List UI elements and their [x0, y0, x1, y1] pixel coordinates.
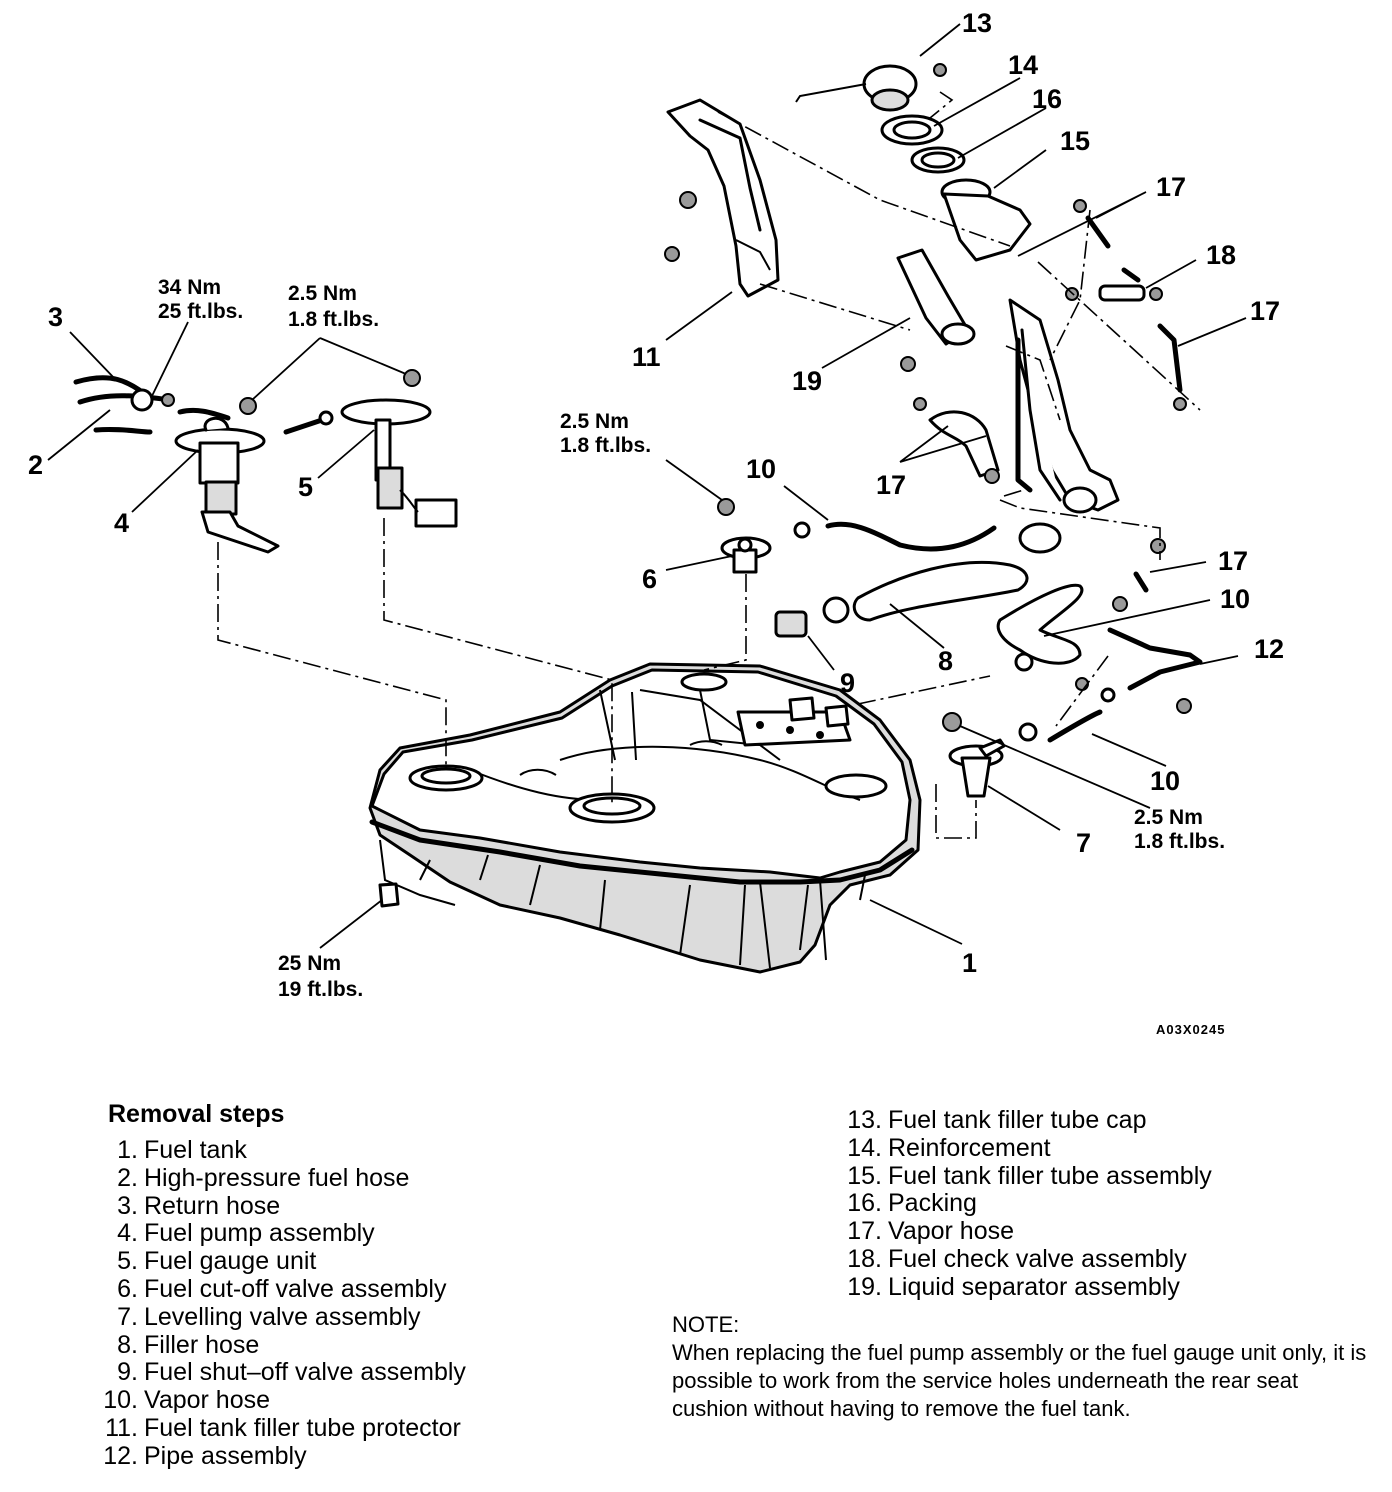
tank-mount-nut [378, 882, 400, 908]
removal-step: 4.Fuel pump assembly [117, 1219, 375, 1248]
callout-18: 18 [1206, 240, 1236, 270]
note-text: When replacing the fuel pump assembly or… [672, 1340, 1367, 1421]
reinforcement [880, 114, 944, 146]
callout-2: 2 [28, 450, 43, 480]
torque-gauge-ft: 1.8 ft.lbs. [288, 308, 379, 331]
removal-step: 19.Liquid separator assembly [847, 1272, 1180, 1301]
callout-14: 14 [1008, 50, 1038, 80]
callout-7: 7 [1076, 828, 1091, 858]
removal-step: 8.Filler hose [117, 1330, 260, 1359]
fuel-gauge-unit [283, 398, 458, 528]
removal-step: 17.Vapor hose [847, 1217, 1015, 1246]
torque-pump-nm: 34 Nm [158, 276, 221, 299]
callout-17-right: 17 [1250, 296, 1280, 326]
torque-levelling-ft: 1.8 ft.lbs. [1134, 830, 1225, 853]
pipe-assembly [1075, 627, 1203, 714]
return-hose [77, 388, 231, 421]
figure-code: A03X0245 [1156, 1022, 1225, 1037]
callout-numbers: 1 2 3 4 5 6 7 8 9 10 10 10 11 12 13 14 1… [28, 8, 1284, 978]
fuel-pump-assembly [174, 416, 280, 554]
packing [910, 146, 966, 174]
filler-tube-cap [795, 63, 947, 112]
removal-step: 10.Vapor hose [103, 1386, 271, 1415]
callout-8: 8 [938, 646, 953, 676]
removal-step: 12.Pipe assembly [103, 1441, 307, 1470]
callout-17-center: 17 [876, 470, 906, 500]
callout-5: 5 [298, 472, 313, 502]
removal-step: 2.High-pressure fuel hose [117, 1163, 410, 1192]
torque-specs: 34 Nm 25 ft.lbs. 2.5 Nm 1.8 ft.lbs. 2.5 … [158, 276, 1225, 1001]
callout-12: 12 [1254, 634, 1284, 664]
fuel-check-valve [1065, 284, 1163, 302]
removal-step: 5.Fuel gauge unit [117, 1247, 317, 1276]
fuel-shut-off-valve [774, 521, 850, 638]
torque-tank-nm: 25 Nm [278, 952, 341, 975]
assembly-center-lines [217, 91, 1201, 839]
levelling-valve [948, 738, 1006, 798]
callout-6: 6 [642, 564, 657, 594]
removal-step: 11.Fuel tank filler tube protector [105, 1413, 461, 1442]
removal-step: 9.Fuel shut–off valve assembly [117, 1358, 466, 1387]
filler-tube-assembly [940, 178, 1120, 514]
callout-10-right: 10 [1220, 584, 1250, 614]
removal-step: 18.Fuel check valve assembly [847, 1244, 1187, 1273]
callout-1: 1 [962, 948, 977, 978]
leader-lines [47, 23, 1247, 949]
removal-step: 3.Return hose [117, 1191, 281, 1220]
callout-15: 15 [1060, 126, 1090, 156]
removal-steps-list-left: 1.Fuel tank 2.High-pressure fuel hose 3.… [94, 1136, 466, 1471]
torque-levelling-nm: 2.5 Nm [1134, 806, 1203, 829]
filler-tube-protector [664, 98, 780, 298]
callout-17-top: 17 [1156, 172, 1186, 202]
removal-steps-title: Removal steps [108, 1100, 285, 1128]
callout-9: 9 [840, 668, 855, 698]
removal-step: 16.Packing [847, 1189, 977, 1218]
callout-4: 4 [114, 508, 129, 538]
callout-17-lower: 17 [1218, 546, 1248, 576]
fuel-cut-off-valve [720, 536, 772, 574]
torque-gauge-nm: 2.5 Nm [288, 282, 357, 305]
vapor-hose-17 [913, 199, 1187, 612]
torque-tank-ft: 19 ft.lbs. [278, 978, 363, 1001]
callout-10-top: 10 [746, 454, 776, 484]
removal-step: 6.Fuel cut-off valve assembly [117, 1274, 447, 1303]
callout-16: 16 [1032, 84, 1062, 114]
removal-step: 7.Levelling valve assembly [117, 1302, 421, 1331]
callout-3: 3 [48, 302, 63, 332]
filler-hose [852, 522, 1062, 622]
torque-cutoff-nm: 2.5 Nm [560, 410, 629, 433]
torque-pump-ft: 25 ft.lbs. [158, 300, 243, 323]
torque-cutoff-ft: 1.8 ft.lbs. [560, 434, 651, 457]
note-title: NOTE: [672, 1312, 740, 1337]
removal-step: 13.Fuel tank filler tube cap [847, 1106, 1147, 1134]
callout-19: 19 [792, 366, 822, 396]
diagram-canvas: 1 2 3 4 5 6 7 8 9 10 10 10 11 12 13 14 1… [28, 8, 1284, 1037]
removal-steps-list-right: 13.Fuel tank filler tube cap 14.Reinforc… [838, 1106, 1212, 1302]
vapor-hose-10 [825, 521, 1116, 743]
removal-step: 14.Reinforcement [847, 1133, 1051, 1162]
fuel-tank [368, 662, 922, 974]
callout-10-bottom: 10 [1150, 766, 1180, 796]
liquid-separator [896, 248, 976, 372]
removal-step: 1.Fuel tank [117, 1136, 247, 1164]
callout-11: 11 [632, 342, 661, 372]
removal-step: 15.Fuel tank filler tube assembly [847, 1161, 1212, 1190]
callout-13: 13 [962, 8, 992, 38]
